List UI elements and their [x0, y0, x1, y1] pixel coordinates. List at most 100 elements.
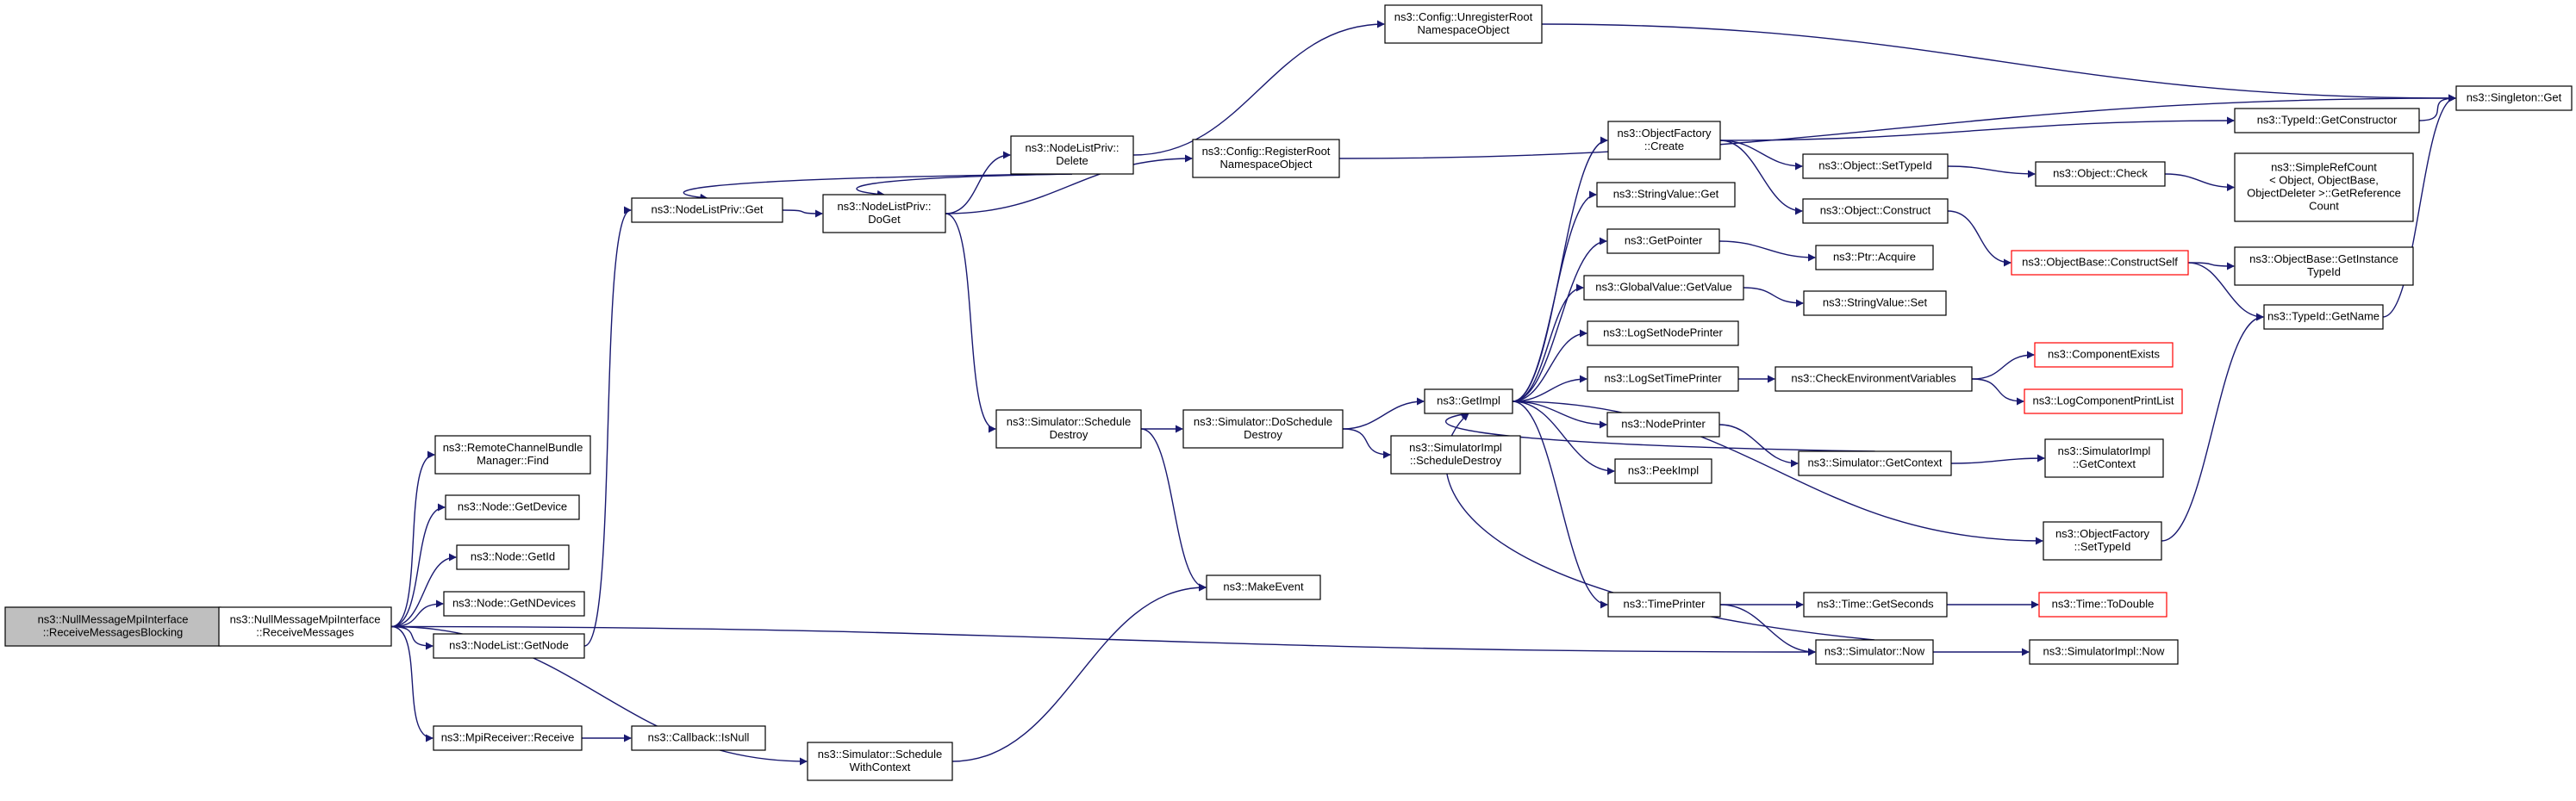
node-nodeprinter[interactable]: ns3::NodePrinter — [1606, 412, 1720, 438]
edge-arrow — [951, 583, 1207, 762]
node-box — [1587, 320, 1739, 346]
node-timeprinter[interactable]: ns3::TimePrinter — [1607, 592, 1721, 618]
node-objfactory-settypeid[interactable]: ns3::ObjectFactory::SetTypeId — [2043, 521, 2162, 561]
edge-getimpl-to-stringvalue-get — [1512, 190, 1597, 402]
node-receivemessages[interactable]: ns3::NullMessageMpiInterface::ReceiveMes… — [218, 606, 392, 647]
edge-typeid-getconstructor-to-singleton-get — [2418, 94, 2456, 121]
node-getimpl[interactable]: ns3::GetImpl — [1424, 388, 1513, 414]
edge-arrow — [2161, 313, 2264, 542]
node-peekimpl[interactable]: ns3::PeekImpl — [1614, 458, 1712, 484]
edge-getimpl-to-logsettimeprinter — [1512, 375, 1587, 402]
node-objectbase-constructself[interactable]: ns3::ObjectBase::ConstructSelf — [2011, 250, 2189, 276]
node-singleton-get[interactable]: ns3::Singleton::Get — [2455, 85, 2573, 111]
node-sim-getcontext[interactable]: ns3::Simulator::GetContext — [1798, 450, 1952, 476]
node-logsettimeprinter[interactable]: ns3::LogSetTimePrinter — [1587, 366, 1739, 392]
node-mpireceiver-receive[interactable]: ns3::MpiReceiver::Receive — [433, 725, 583, 751]
node-label: ns3::ObjectFactory — [1617, 127, 1712, 140]
edge-nodeprinter-to-sim-getcontext — [1718, 424, 1799, 468]
node-time-todouble[interactable]: ns3::Time::ToDouble — [2038, 592, 2167, 618]
node-globalvalue-getvalue[interactable]: ns3::GlobalValue::GetValue — [1583, 275, 1744, 301]
node-componentexists[interactable]: ns3::ComponentExists — [2034, 342, 2174, 368]
node-object-check[interactable]: ns3::Object::Check — [2035, 161, 2166, 187]
edge-arrow — [1512, 237, 1607, 402]
node-object-settypeid[interactable]: ns3::Object::SetTypeId — [1802, 153, 1949, 179]
edge-arrow — [1512, 400, 2043, 545]
edge-arrow — [782, 209, 823, 218]
node-time-getseconds[interactable]: ns3::Time::GetSeconds — [1803, 592, 1948, 618]
node-label: Manager::Find — [477, 454, 549, 467]
node-node-getdevice[interactable]: ns3::Node::GetDevice — [445, 494, 580, 520]
node-label: ns3::SimpleRefCount — [2271, 161, 2377, 174]
node-ptr-acquire[interactable]: ns3::Ptr::Acquire — [1815, 245, 1934, 270]
node-label: ns3::MpiReceiver::Receive — [441, 731, 575, 744]
node-box — [631, 197, 783, 223]
node-box — [1803, 592, 1948, 618]
node-callback-isnull[interactable]: ns3::Callback::IsNull — [631, 725, 766, 751]
node-box — [1607, 121, 1721, 160]
node-box — [1587, 366, 1739, 392]
node-nodelistpriv-doget[interactable]: ns3::NodeListPriv::DoGet — [822, 194, 946, 233]
node-label: ::GetContext — [2073, 457, 2136, 470]
edge-arrow — [856, 173, 1073, 198]
node-box — [445, 494, 580, 520]
edge-getimpl-to-nodeprinter — [1512, 400, 1607, 429]
edge-arrow — [1512, 283, 1584, 402]
node-node-getndevices[interactable]: ns3::Node::GetNDevices — [443, 591, 585, 617]
node-label: WithContext — [850, 761, 911, 773]
node-node-getid[interactable]: ns3::Node::GetId — [456, 544, 570, 570]
node-simimpl-scheduledestroy[interactable]: ns3::SimulatorImpl::ScheduleDestroy — [1390, 435, 1521, 475]
edge-config-unregister-to-singleton-get — [1541, 23, 2456, 102]
node-box — [631, 725, 766, 751]
edge-getimpl-to-peekimpl — [1512, 400, 1615, 475]
edge-arrow — [1140, 428, 1207, 592]
edge-getimpl-to-objfactory-create — [1512, 136, 1608, 402]
node-box — [4, 606, 221, 647]
node-stringvalue-set[interactable]: ns3::StringValue::Set — [1803, 290, 1947, 316]
node-logsetnodeprinter[interactable]: ns3::LogSetNodePrinter — [1587, 320, 1739, 346]
node-config-unregister[interactable]: ns3::Config::UnregisterRootNamespaceObje… — [1384, 4, 1543, 44]
edge-objectbase-constructself-to-typeid-getname — [2187, 262, 2264, 321]
edge-object-check-to-simplerefcount — [2164, 173, 2235, 191]
node-label: ns3::StringValue::Get — [1613, 188, 1719, 201]
node-nodelist-getnode[interactable]: ns3::NodeList::GetNode — [433, 633, 585, 659]
node-objfactory-create[interactable]: ns3::ObjectFactory::Create — [1607, 121, 1721, 160]
edge-arrow — [1512, 329, 1587, 402]
node-label: TypeId — [2307, 265, 2341, 278]
node-label: ns3::MakeEvent — [1223, 581, 1304, 593]
node-stringvalue-get[interactable]: ns3::StringValue::Get — [1596, 182, 1736, 208]
node-logcomponentprintlist[interactable]: ns3::LogComponentPrintList — [2024, 388, 2183, 414]
node-simimpl-now[interactable]: ns3::SimulatorImpl::Now — [2029, 639, 2179, 665]
edge-arrow — [390, 625, 433, 742]
node-simimpl-getcontext[interactable]: ns3::SimulatorImpl::GetContext — [2044, 438, 2164, 478]
node-box — [2234, 108, 2420, 134]
node-label: Count — [2309, 200, 2339, 213]
node-makeevent[interactable]: ns3::MakeEvent — [1206, 574, 1321, 600]
node-nodelistpriv-get[interactable]: ns3::NodeListPriv::Get — [631, 197, 783, 223]
node-label: ns3::NullMessageMpiInterface — [230, 613, 381, 626]
edge-getpointer-to-ptr-acquire — [1718, 240, 1816, 262]
node-object-construct[interactable]: ns3::Object::Construct — [1802, 198, 1949, 224]
node-root[interactable]: ns3::NullMessageMpiInterface::ReceiveMes… — [4, 606, 221, 647]
node-label: ns3::NodePrinter — [1621, 418, 1706, 431]
edge-arrow — [945, 213, 996, 433]
node-typeid-getname[interactable]: ns3::TypeId::GetName — [2263, 304, 2384, 330]
node-checkenv[interactable]: ns3::CheckEnvironmentVariables — [1775, 366, 1973, 392]
node-box — [2029, 639, 2179, 665]
node-box — [822, 194, 946, 233]
edge-arrow — [1338, 94, 2456, 159]
node-simplerefcount[interactable]: ns3::SimpleRefCount< Object, ObjectBase,… — [2234, 152, 2414, 222]
node-typeid-getconstructor[interactable]: ns3::TypeId::GetConstructor — [2234, 108, 2420, 134]
edge-arrow — [583, 206, 632, 647]
node-sim-scheduledestroy[interactable]: ns3::Simulator::ScheduleDestroy — [995, 409, 1142, 449]
edge-nodelistpriv-delete-to-nodelistpriv-doget — [856, 173, 1073, 198]
node-nodelistpriv-delete[interactable]: ns3::NodeListPriv::Delete — [1010, 135, 1134, 175]
edge-arrow — [2187, 262, 2264, 321]
node-sim-now[interactable]: ns3::Simulator::Now — [1815, 639, 1934, 665]
node-getpointer[interactable]: ns3::GetPointer — [1606, 228, 1720, 254]
